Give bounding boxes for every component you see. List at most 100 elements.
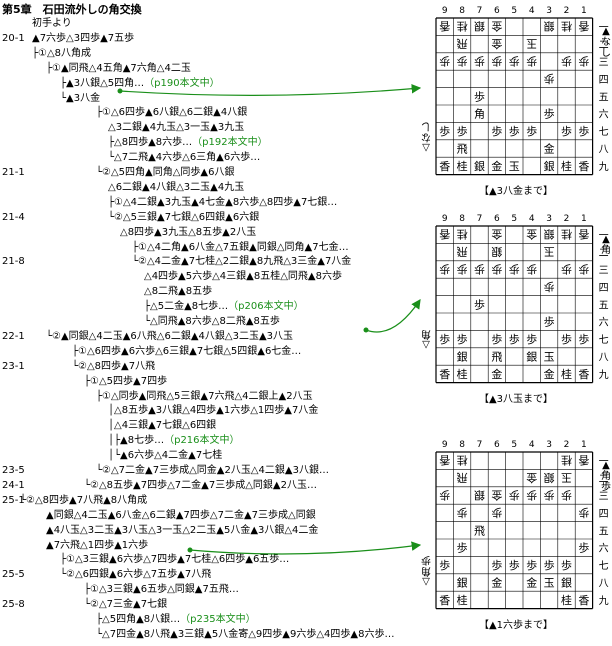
move-sequence: └②△5四角▲同角△同歩▲6八銀 [96,167,235,178]
black-piece: 歩 [526,332,537,346]
move-sequence: └△同飛▲8六歩△8二飛▲8五歩 [144,316,280,327]
board-caption: 【▲1六歩まで】 [478,620,554,631]
move-text: ▲7六飛△1四歩▲1六歩 [46,539,148,553]
black-piece: 歩 [509,558,520,572]
black-piece: 桂 [561,367,572,381]
file-label: 1 [581,6,587,16]
move-text: ├△5二金▲8七歩…（p206本文中） [144,300,304,314]
rank-label: 一 [599,23,609,34]
white-piece: 歩 [439,263,450,277]
arrow-origin-dot [363,327,369,333]
black-piece: 歩 [439,124,450,138]
white-piece: 桂 [561,228,572,242]
move-sequence: ├①△3三銀▲6五歩△同銀▲7五飛… [84,584,239,596]
arrow-origin-dot [187,547,193,553]
black-piece: 桂 [561,159,572,173]
move-text: △4四歩▲5六歩△4三銀▲8五桂△同飛▲8六歩 [144,270,342,284]
white-piece: 飛 [457,245,468,258]
move-text: ├①△4二角▲6八金△7五銀▲同銀△同角▲7七金… [132,241,349,255]
move-text: 初手より [32,17,72,31]
file-label: 6 [494,440,500,450]
white-piece: 桂 [457,454,468,468]
rank-label: 二 [599,248,609,259]
move-sequence: │└▲6六歩△4二金▲7七桂 [108,450,223,462]
black-piece: 歩 [561,558,572,572]
move-text: └▲3八金 [60,92,100,106]
move-text: └△7二飛▲4六歩△6三角▲6六歩… [108,151,260,165]
rank-label: 七 [599,126,609,138]
move-text: │△8五歩▲3八銀△4四歩▲1六歩△1四歩▲7八金 [108,404,318,418]
move-sequence: └②△8四歩▲7八飛▲8八角成 [20,494,148,506]
move-text: ▲7六歩△3四歩▲7五歩 [32,32,134,46]
move-sequence: △3二銀▲4九玉△3一玉▲3九玉 [108,122,245,134]
rank-label: 三 [599,492,609,503]
move-sequence: ▲7六飛△1四歩▲1六歩 [46,539,149,551]
move-text: ├①△3三銀▲6六歩△7四歩▲7七桂△6四歩▲6五歩… [60,553,289,567]
black-piece: 銀 [457,576,468,590]
move-sequence: ▲4八玉△3二玉▲3八玉△3一玉△2二玉▲5八金▲3八銀△4二金 [46,524,319,536]
file-label: 6 [494,6,500,16]
white-piece: 金 [526,228,537,242]
black-piece: 歩 [578,541,589,555]
file-label: 2 [564,214,570,224]
black-piece: 桂 [561,593,572,607]
black-piece: 歩 [509,332,520,346]
move-sequence: ▲7六歩△3四歩▲7五歩 [32,32,135,44]
move-text: └②△7二金▲7三歩成△同金▲2八玉△4二銀▲3八銀… [96,464,329,478]
white-piece: 歩 [561,489,572,503]
rank-label: 八 [599,579,609,590]
move-sequence: ├①△4二角▲6八金△7五銀▲同銀△同角▲7七金… [132,241,349,253]
rank-label: 九 [599,161,609,173]
move-sequence: ├①▲同飛△4五角▲7六角△4二玉 [46,62,191,74]
page-reference: （p190本文中） [144,77,220,89]
black-piece: 歩 [544,558,555,572]
move-text: ├①△6四歩▲6六歩△6三銀▲7七銀△5四銀▲6七金… [72,345,301,359]
move-sequence: ├①△6四歩▲6六歩△6三銀▲7七銀△5四銀▲6七金… [72,345,302,357]
file-label: 9 [442,440,448,450]
white-piece: 銀 [544,20,555,34]
move-text: ├①△5四歩▲7四歩 [84,375,167,389]
move-text: │△4三銀▲7七銀△6四銀 [108,419,216,433]
white-piece: 歩 [491,263,502,277]
white-piece: 歩 [439,489,450,503]
black-piece: 銀 [561,576,572,590]
black-piece: 歩 [474,89,485,103]
black-piece: 香 [578,160,589,173]
black-piece: 歩 [457,332,468,346]
move-sequence: └△7二飛▲4六歩△6三角▲6六歩… [108,152,261,164]
file-label: 1 [581,214,587,224]
black-piece: 金 [544,367,555,381]
white-piece: 歩 [457,263,468,277]
rank-label: 六 [599,317,609,329]
white-piece: 銀 [544,228,555,242]
move-sequence: △8四歩▲3九玉△8五歩▲2八玉 [120,226,257,238]
move-sequence: ▲同銀△4二玉▲6八金△6二銀▲7四歩△7二金▲7三歩成△同銀 [46,509,316,521]
move-text: └②△5四角▲同角△同歩▲6八銀 [96,166,234,180]
rank-label: 三 [599,266,609,277]
white-piece: 歩 [561,55,572,69]
white-piece: 香 [578,454,589,467]
diagram-number: 21-1 [2,167,25,178]
black-piece: 歩 [509,124,520,138]
move-sequence: │△8五歩▲3八銀△4四歩▲1六歩△1四歩▲7八金 [108,405,319,417]
page-reference: （p216本文中） [164,435,240,447]
move-sequence: ├△8四歩▲8六歩… [108,137,193,149]
move-text: └②△8四歩▲7八飛▲8八角成 [20,494,147,508]
white-piece: 歩 [578,506,589,520]
white-piece: 香 [578,228,589,241]
diagram-number: 21-8 [2,256,25,268]
black-piece: 金 [491,576,502,590]
white-piece: 金 [491,20,502,34]
black-piece: 金 [544,142,555,156]
black-piece: 歩 [491,124,502,138]
file-label: 4 [529,440,535,450]
file-label: 5 [511,214,517,224]
white-piece: 歩 [491,506,502,520]
move-text: △8二飛▲8五歩 [144,285,212,299]
black-piece: 銀 [544,159,555,173]
black-piece: 歩 [561,332,572,346]
black-piece: 香 [578,368,589,381]
